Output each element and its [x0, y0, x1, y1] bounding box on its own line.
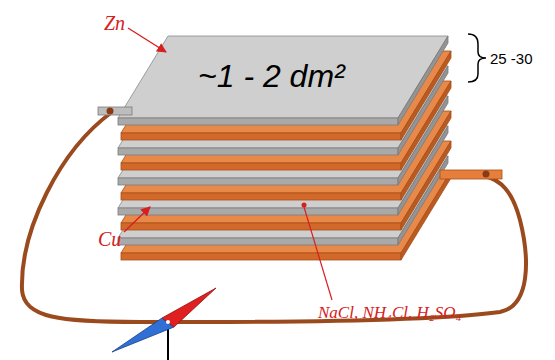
leader-line: [128, 28, 166, 52]
compass-needle-south: [112, 318, 174, 352]
leader-line: [304, 207, 332, 300]
plate-edge: [118, 208, 398, 215]
copper-tab: [440, 170, 502, 179]
plate-side: [398, 36, 448, 125]
terminal-dot: [483, 171, 490, 178]
plate-edge: [121, 253, 401, 260]
plate-edge: [121, 193, 401, 200]
metal-label: Cu: [98, 228, 121, 251]
plate-edge: [118, 148, 398, 155]
plate-top: [118, 156, 448, 238]
plate-edge: [118, 238, 398, 245]
zinc-tab: [98, 107, 132, 115]
compass-pivot: [166, 320, 170, 324]
compass-needle-north: [162, 288, 216, 327]
count-label: 25 -30: [490, 50, 533, 67]
plate-stack: [118, 36, 451, 260]
plate-edge: [118, 178, 398, 185]
plate-edge: [121, 163, 401, 170]
zinc-plate: [118, 36, 448, 125]
plate-edge: [121, 223, 401, 230]
leader-line: [124, 207, 150, 232]
height-bracket: [468, 34, 486, 82]
leader-dot: [302, 203, 307, 208]
plate-top: [118, 36, 448, 118]
plate-top: [118, 126, 448, 208]
electrolyte-label: NaCl, NH₄Cl, H₂SO₄: [318, 303, 461, 323]
metal-label: Zn: [104, 12, 125, 35]
area-label: ~1 - 2 dm²: [198, 58, 345, 95]
plate-edge: [118, 118, 398, 125]
terminal-dot: [107, 108, 114, 115]
plate-edge: [121, 133, 401, 140]
